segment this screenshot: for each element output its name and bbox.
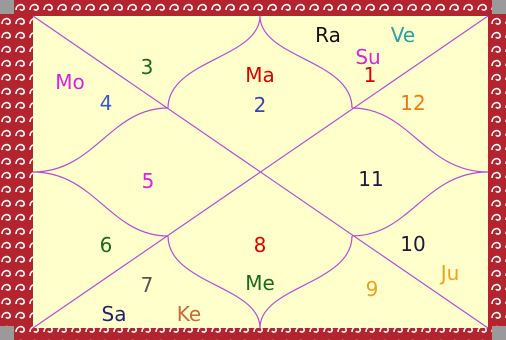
planet-sa: Sa	[102, 302, 127, 326]
planet-ma: Ma	[245, 63, 275, 87]
house-number-4: 4	[100, 91, 113, 115]
house-number-9: 9	[366, 277, 379, 301]
house-number-8: 8	[254, 233, 267, 257]
planet-me: Me	[245, 271, 275, 295]
corner-ornament	[492, 0, 506, 14]
planet-ju: Ju	[439, 261, 460, 285]
planet-ve: Ve	[391, 23, 415, 47]
corner-ornament	[0, 326, 14, 340]
planet-su: Su	[355, 45, 380, 69]
house-number-12: 12	[400, 91, 425, 115]
planet-mo: Mo	[55, 70, 85, 94]
corner-ornament	[492, 326, 506, 340]
house-number-6: 6	[100, 233, 113, 257]
house-number-2: 2	[254, 93, 267, 117]
corner-ornament	[0, 0, 14, 14]
planet-ra: Ra	[315, 23, 341, 47]
house-number-5: 5	[142, 169, 155, 193]
house-number-3: 3	[141, 55, 154, 79]
house-number-11: 11	[358, 167, 383, 191]
planet-ke: Ke	[177, 302, 201, 326]
house-number-7: 7	[141, 273, 154, 297]
house-number-10: 10	[400, 232, 425, 256]
